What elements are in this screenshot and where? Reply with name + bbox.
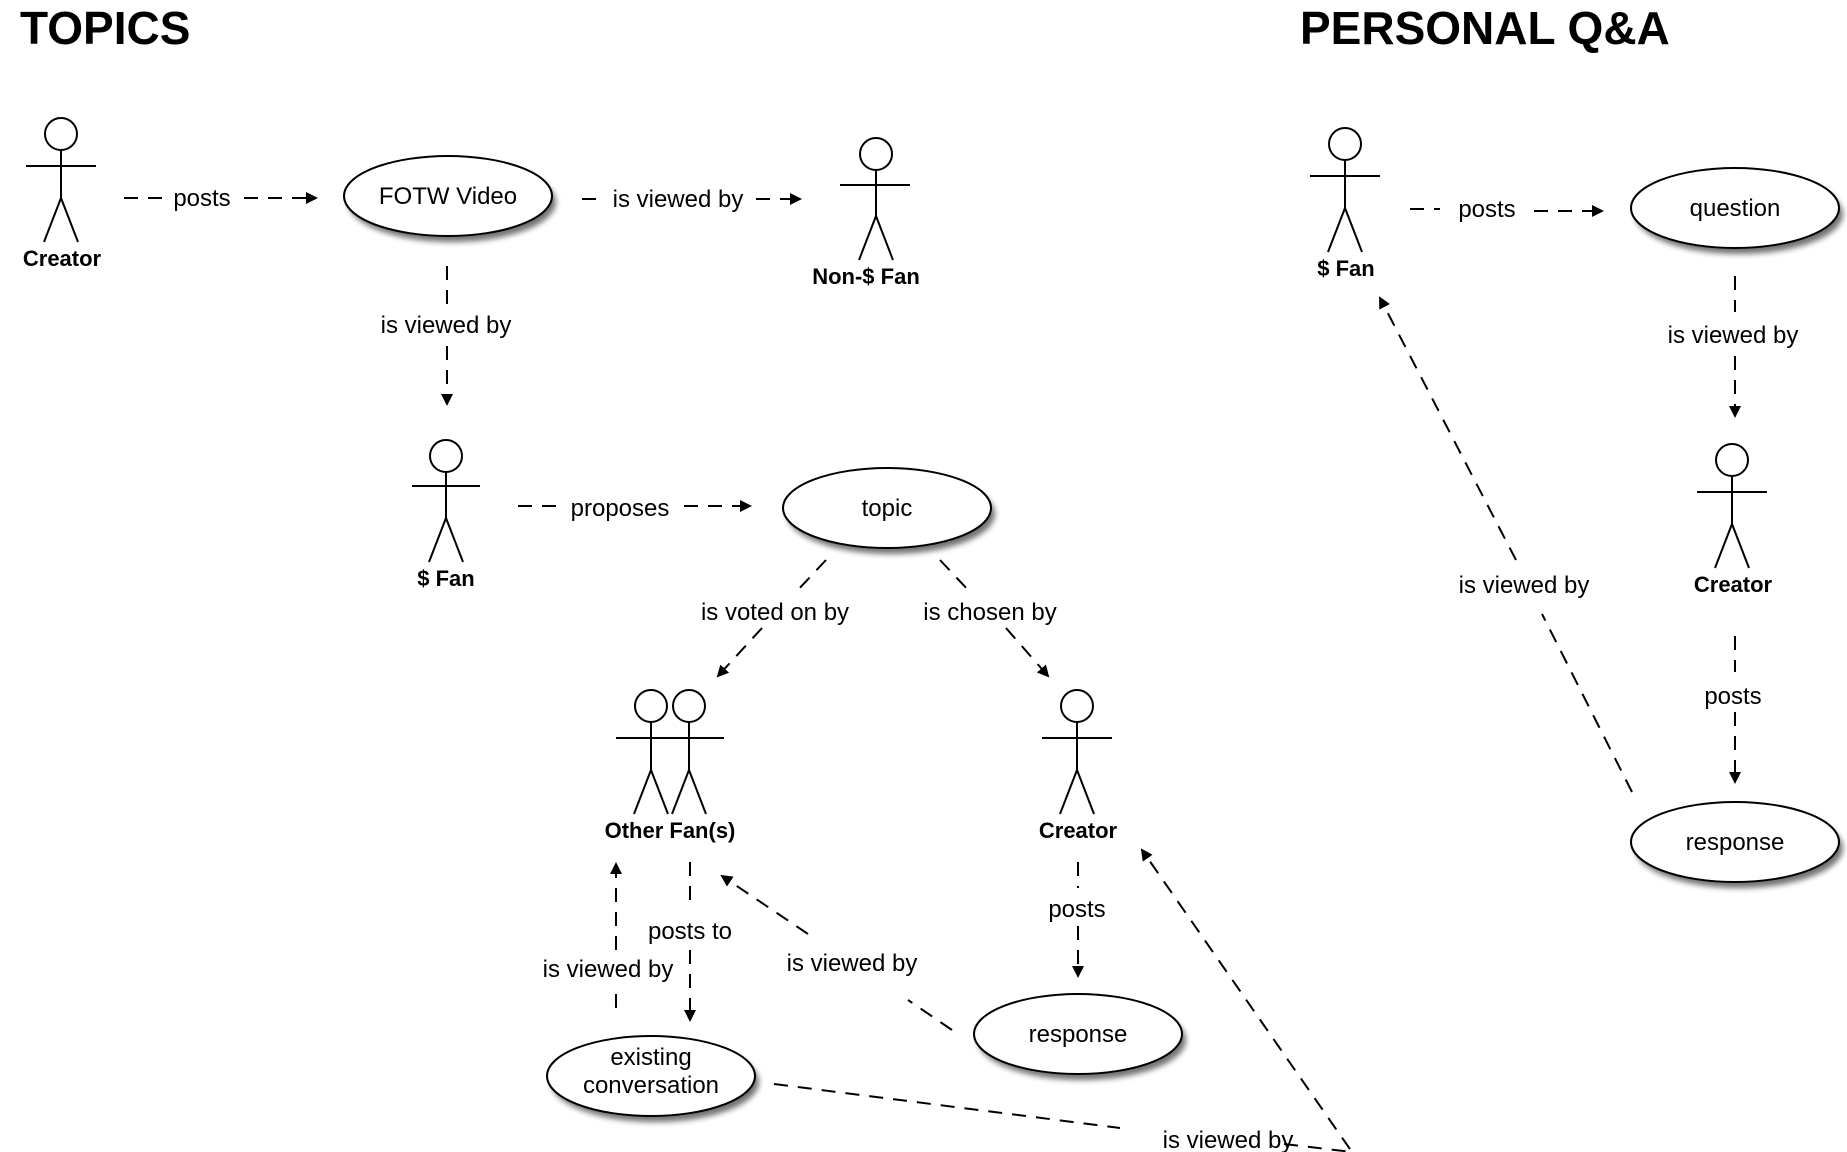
topics-title: TOPICS [20,2,190,54]
node-label-response: response [1029,1021,1128,1048]
edge-label-is-chosen-by: is chosen by [923,599,1056,626]
actor-label-creator: Creator [1039,818,1118,843]
edge-video-viewed-by-nonpaid-fan: is viewed by [582,186,802,213]
actor-label-other-fans: Other Fan(s) [605,818,736,843]
edge-label-is-viewed-by: is viewed by [1459,572,1590,599]
actor-label-paid-fan: $ Fan [1317,256,1374,281]
node-label-topic: topic [862,495,913,522]
node-label-conversation: conversation [583,1072,719,1099]
node-label-fotw-video: FOTW Video [379,183,517,210]
actor-label-creator: Creator [23,246,102,271]
edge-label-posts: posts [1048,896,1105,923]
actor-creator-chosen [1042,689,1112,815]
edge-topic-chosen-by-creator: is chosen by [923,559,1057,678]
edge-video-viewed-by-paid-fan: is viewed by [381,266,512,406]
edge-fan-proposes-topic: proposes [518,495,752,522]
edge-creator-posts-response: posts [1048,862,1106,978]
edge-label-is-viewed-by: is viewed by [613,186,744,213]
actor-creator-qa [1697,443,1767,569]
edge-conversation-viewed-by-others: is viewed by [543,862,674,1008]
edge-response-viewed-by-paid-fan: is viewed by [1379,296,1633,793]
edge-creator-posts-response-qa: posts [1704,636,1762,784]
node-existing-conversation: existing conversation [546,1035,759,1122]
node-label-response: response [1686,829,1785,856]
actor-paid-fan-qa [1310,127,1380,253]
node-label-question: question [1690,195,1781,222]
node-response-topics: response [973,993,1186,1080]
node-response-qa: response [1630,801,1843,888]
edge-label-proposes: proposes [571,495,670,522]
actor-creator-topics [26,117,96,243]
actor-label-paid-fan: $ Fan [417,566,474,591]
node-question: question [1630,167,1843,254]
edge-label-posts: posts [1458,196,1515,223]
edge-label-is-viewed-by: is viewed by [1163,1127,1294,1152]
actor-nonpaid-fan [840,137,910,261]
edge-label-posts-to: posts to [648,918,732,945]
edge-question-viewed-by-creator: is viewed by [1668,276,1799,418]
actor-other-fans [616,689,724,815]
edge-label-is-viewed-by: is viewed by [381,312,512,339]
edge-conversation-viewed-by-creator: is viewed by [773,848,1354,1152]
node-label-existing: existing [610,1044,691,1071]
edge-response-viewed-by-others: is viewed by [720,874,953,1031]
edge-label-is-viewed-by: is viewed by [787,950,918,977]
actor-label-creator: Creator [1694,572,1773,597]
edge-others-posts-to-conversation: posts to [648,862,732,1022]
edge-label-posts: posts [1704,683,1761,710]
personal-qa-title: PERSONAL Q&A [1300,2,1670,54]
edge-label-is-voted-on-by: is voted on by [701,599,849,626]
node-fotw-video: FOTW Video [343,155,556,242]
edge-label-is-viewed-by: is viewed by [1668,322,1799,349]
actor-label-nonpaid-fan: Non-$ Fan [812,264,920,289]
edge-label-is-viewed-by: is viewed by [543,956,674,983]
edge-label-posts: posts [173,185,230,212]
edge-creator-posts-video: posts [124,185,318,212]
node-topic: topic [782,467,995,554]
actor-paid-fan-topics [412,439,480,563]
edge-paid-fan-posts-question: posts [1410,196,1604,223]
edge-topic-voted-on-by-others: is voted on by [701,559,849,678]
